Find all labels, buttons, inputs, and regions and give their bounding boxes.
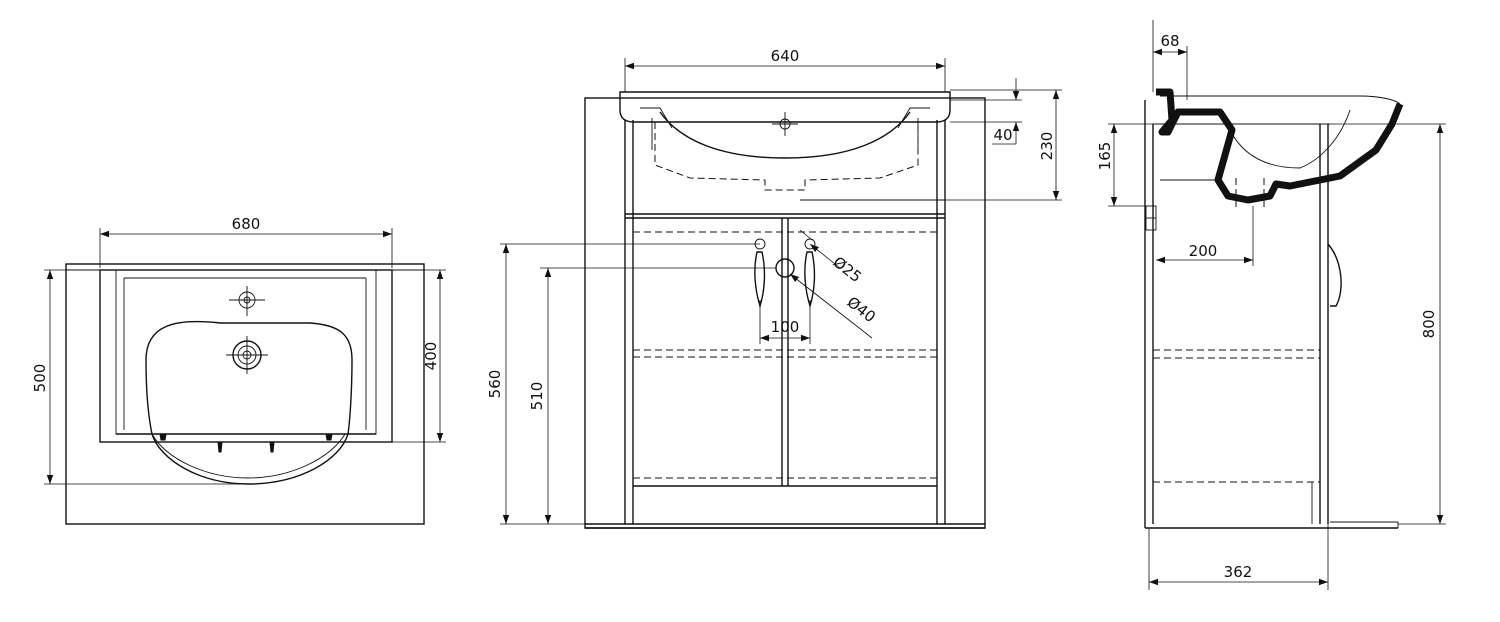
dim-label-basin-height: 165	[1096, 142, 1114, 171]
dim-label-top-height: 230	[1038, 132, 1056, 161]
dim-label-offset: 40	[993, 126, 1012, 144]
dim-label-total-height: 800	[1420, 310, 1438, 339]
basin-bowl-outline	[145, 320, 353, 485]
side-handle-icon	[1327, 243, 1342, 307]
basin-profile	[1156, 88, 1404, 204]
cabinet-outline	[584, 97, 986, 529]
dim-label-hole-large: Ø40	[844, 293, 879, 326]
top-view-outline	[65, 263, 425, 525]
dim-label-outlet-height: 560	[486, 370, 504, 399]
door-handle-right-icon	[804, 238, 816, 309]
dim-label-drain-height: 510	[528, 382, 546, 411]
top-view: 680 500 400	[31, 215, 446, 525]
front-tap-hole-icon	[772, 112, 798, 136]
dim-label-top-width: 680	[232, 215, 261, 233]
dim-label-hole-small: Ø25	[830, 253, 865, 286]
dim-label-hole-spacing: 100	[771, 318, 800, 336]
dim-label-drain-offset: 200	[1189, 242, 1218, 260]
pipe-hole-icon	[775, 258, 795, 278]
dim-label-front-width: 640	[771, 47, 800, 65]
front-view: 640 40 230 560 510 Ø25 Ø40 100	[486, 47, 1062, 529]
dim-label-top-depth: 500	[31, 364, 49, 393]
dim-label-cabinet-depth: 362	[1224, 563, 1253, 581]
dim-label-rim-depth: 68	[1160, 32, 1179, 50]
door-handle-left-icon	[754, 238, 766, 309]
dim-label-basin-depth: 400	[422, 342, 440, 371]
side-view: 68 165 200 800 362	[1096, 20, 1446, 590]
basin-frame	[99, 269, 393, 443]
tap-hole-icon	[229, 286, 265, 316]
drain-icon	[226, 336, 268, 374]
basin-rim	[619, 91, 951, 123]
